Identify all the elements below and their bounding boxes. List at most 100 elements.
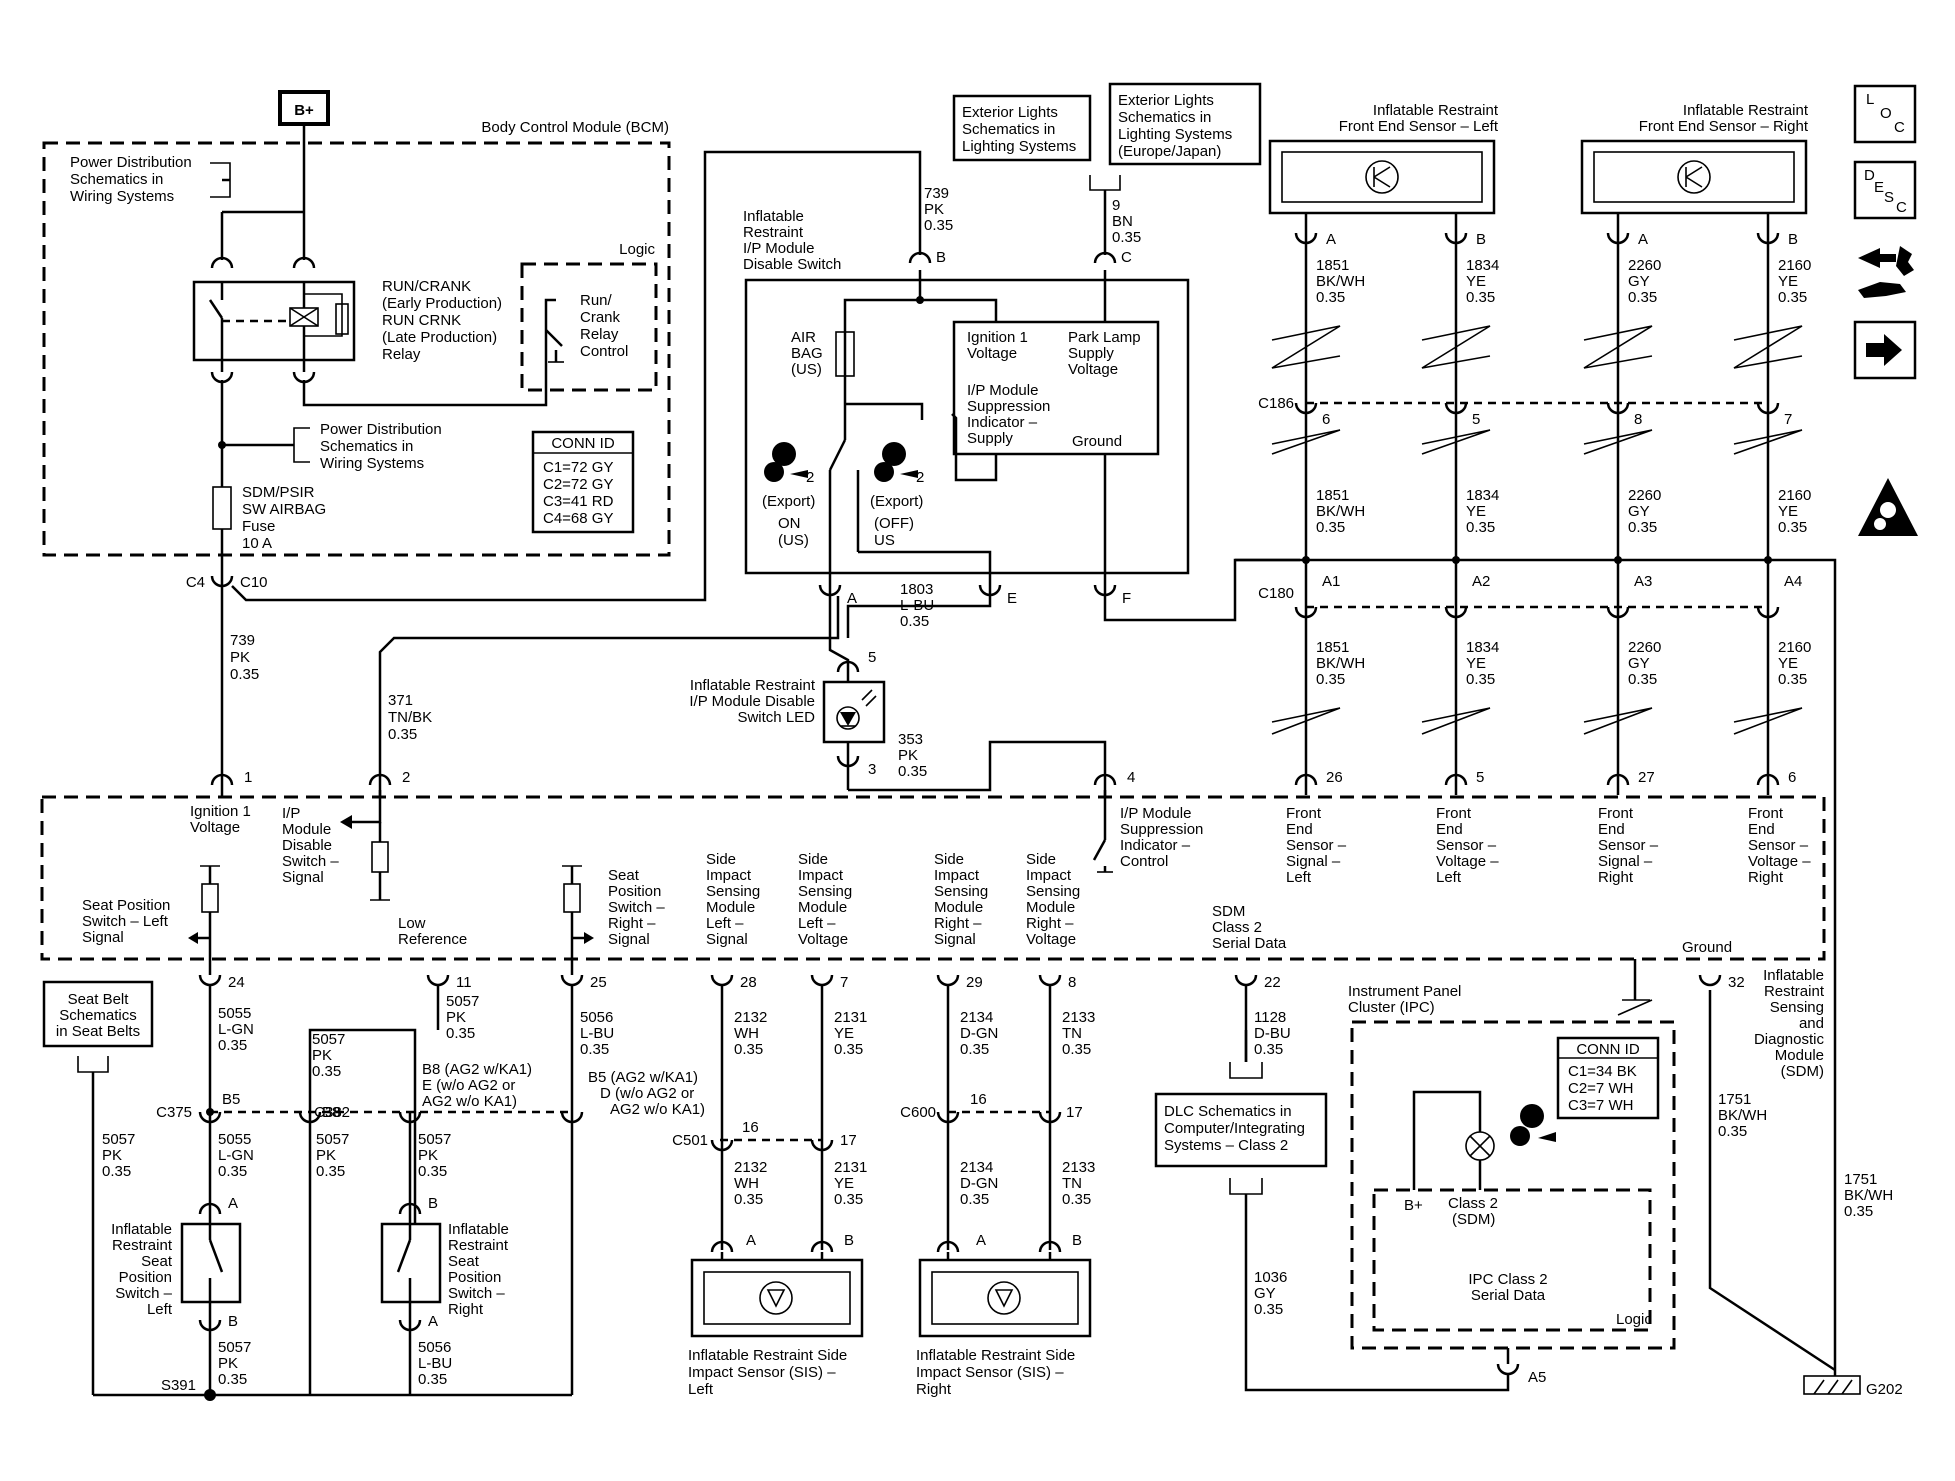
sis-left-label-0: Inflatable Restraint Side xyxy=(688,1347,847,1364)
sdm-serial-1: Class 2 xyxy=(1212,919,1262,936)
fuse-label-1: SW AIRBAG xyxy=(242,501,326,518)
w1128-1: D-BU xyxy=(1254,1025,1291,1042)
w1036-2: 0.35 xyxy=(1254,1301,1283,1318)
loc-c: C xyxy=(1894,119,1905,136)
front-col-pin-top-0: A xyxy=(1326,231,1336,248)
relay-label-0: RUN/CRANK xyxy=(382,278,471,295)
sdm-lowref-1: Reference xyxy=(398,931,467,948)
front-col-c180-3: A4 xyxy=(1784,573,1802,590)
led-label-0: Inflatable Restraint xyxy=(690,677,816,694)
front-column-1: B1834YE0.3551834YE0.35A21834YE0.355Front… xyxy=(1421,225,1499,886)
seat-belt-1: Schematics xyxy=(59,1007,137,1024)
front-col-wire-a-3-1: YE xyxy=(1778,273,1798,290)
tools-icon[interactable] xyxy=(1858,246,1914,298)
sdm-seat-right-4: Signal xyxy=(608,931,650,948)
loc-icon[interactable] xyxy=(1853,84,1917,144)
disable-switch-title-3: Disable Switch xyxy=(743,256,841,273)
front-col-sdm-label-0-3: Signal – xyxy=(1286,853,1341,870)
sis-right-pin-b: B xyxy=(1072,1232,1082,1249)
w5057d-0: 5057 xyxy=(316,1131,349,1148)
num2-on: 2 xyxy=(806,469,814,486)
sdm-seat-left-2: Signal xyxy=(82,929,124,946)
w2133a-0: 2133 xyxy=(1062,1009,1095,1026)
ipc-conn-id-title: CONN ID xyxy=(1576,1041,1640,1058)
front-col-wire-c-2-0: 2260 xyxy=(1628,639,1661,656)
bcm-power-dist-mid-0: Power Distribution xyxy=(320,421,442,438)
seat-left-label-5: Left xyxy=(147,1301,173,1318)
w5055b-2: 0.35 xyxy=(218,1163,247,1180)
front-col-sdm-pin-1: 5 xyxy=(1476,769,1484,786)
run-crank-relay xyxy=(192,280,356,362)
w2134a-2: 0.35 xyxy=(960,1041,989,1058)
w353-1: PK xyxy=(898,747,918,764)
led-label-2: Switch LED xyxy=(737,709,815,726)
airbag-on-icon xyxy=(764,442,808,482)
sdm-seat-right-1: Position xyxy=(608,883,661,900)
front-col-c180-0: A1 xyxy=(1322,573,1340,590)
sdm-sis-label-0-2: Sensing xyxy=(706,883,760,900)
w739-bcm-2: 0.35 xyxy=(230,666,259,683)
ipc-title-1: Cluster (IPC) xyxy=(1348,999,1435,1016)
dlc-ref xyxy=(1154,1092,1328,1168)
front-col-wire-c-1-0: 1834 xyxy=(1466,639,1499,656)
w1803-1: L-BU xyxy=(900,597,934,614)
ground-label-switch: Ground xyxy=(1072,433,1122,450)
w739-bcm-0: 739 xyxy=(230,632,255,649)
w2131b-1: YE xyxy=(834,1175,854,1192)
sdm-bottom-pin-5: 29 xyxy=(966,974,983,991)
sdm-sis-label-0-4: Left – xyxy=(706,915,744,932)
bcm-conn-id-box xyxy=(531,430,635,534)
desc-icon[interactable] xyxy=(1853,160,1917,220)
sdm-ipsupp-1: Suppression xyxy=(1120,821,1203,838)
front-sensor-right-title-1: Front End Sensor – Right xyxy=(1639,118,1809,135)
w1128-0: 1128 xyxy=(1254,1009,1286,1026)
park-label-2: Voltage xyxy=(1068,361,1118,378)
sdm-bottom-pin-0: 24 xyxy=(228,974,245,991)
front-col-wire-b-3-1: YE xyxy=(1778,503,1798,520)
desc-d: D xyxy=(1864,167,1875,184)
seat-right-pin-a: A xyxy=(428,1313,438,1330)
front-col-wire-a-3-0: 2160 xyxy=(1778,257,1811,274)
w739-top-0: 739 xyxy=(924,185,949,202)
front-col-sdm-label-3-3: Voltage – xyxy=(1748,853,1811,870)
on-label-1: ON xyxy=(778,515,801,532)
w2132a-1: WH xyxy=(734,1025,759,1042)
front-col-sdm-label-3-4: Right xyxy=(1748,869,1784,886)
w5057f-0: 5057 xyxy=(218,1339,251,1356)
front-col-wire-c-2-2: 0.35 xyxy=(1628,671,1657,688)
bcm-outline xyxy=(42,141,671,557)
sdm-module-3: and xyxy=(1799,1015,1824,1032)
sdm-bottom-pin-7: 22 xyxy=(1264,974,1281,991)
off-label-2: US xyxy=(874,532,895,549)
front-col-wire-a-0-0: 1851 xyxy=(1316,257,1349,274)
relay-label-3: (Late Production) xyxy=(382,329,497,346)
w353-2: 0.35 xyxy=(898,763,927,780)
suppression-label-3: Supply xyxy=(967,430,1013,447)
w5055b-0: 5055 xyxy=(218,1131,251,1148)
ipc-conn-id-0: C1=34 BK xyxy=(1568,1063,1637,1080)
next-arrow-icon[interactable] xyxy=(1853,320,1917,380)
c600-pin16: 16 xyxy=(970,1091,987,1108)
w5056a-2: 0.35 xyxy=(580,1041,609,1058)
c382-b8-0: B8 (AG2 w/KA1) xyxy=(422,1061,532,1078)
bcm-title: Body Control Module (BCM) xyxy=(481,119,669,136)
ext-lights-ref-1 xyxy=(952,94,1092,162)
w2133a-1: TN xyxy=(1062,1025,1082,1042)
led-pin5: 5 xyxy=(868,649,876,666)
sdm-sis-label-3-0: Side xyxy=(1026,851,1056,868)
sdm-module-4: Diagnostic xyxy=(1754,1031,1825,1048)
sdm-sis-label-0-0: Side xyxy=(706,851,736,868)
front-col-sdm-label-3-2: Sensor – xyxy=(1748,837,1809,854)
sdm-seat-left-0: Seat Position xyxy=(82,897,170,914)
sdm-module-2: Sensing xyxy=(1770,999,1824,1016)
front-col-sdm-label-3-0: Front xyxy=(1748,805,1784,822)
bcm-power-dist-top-0: Power Distribution xyxy=(70,154,192,171)
loc-o: O xyxy=(1880,105,1892,122)
c382-b8-1: E (w/o AG2 or xyxy=(422,1077,515,1094)
sdm-ipsupp-2: Indicator – xyxy=(1120,837,1191,854)
ipc-conn-id-2: C3=7 WH xyxy=(1568,1097,1633,1114)
bcm-power-dist-mid-2: Wiring Systems xyxy=(320,455,424,472)
front-col-sdm-pin-2: 27 xyxy=(1638,769,1655,786)
front-col-c180-1: A2 xyxy=(1472,573,1490,590)
sdm-ipdisable-2: Disable xyxy=(282,837,332,854)
